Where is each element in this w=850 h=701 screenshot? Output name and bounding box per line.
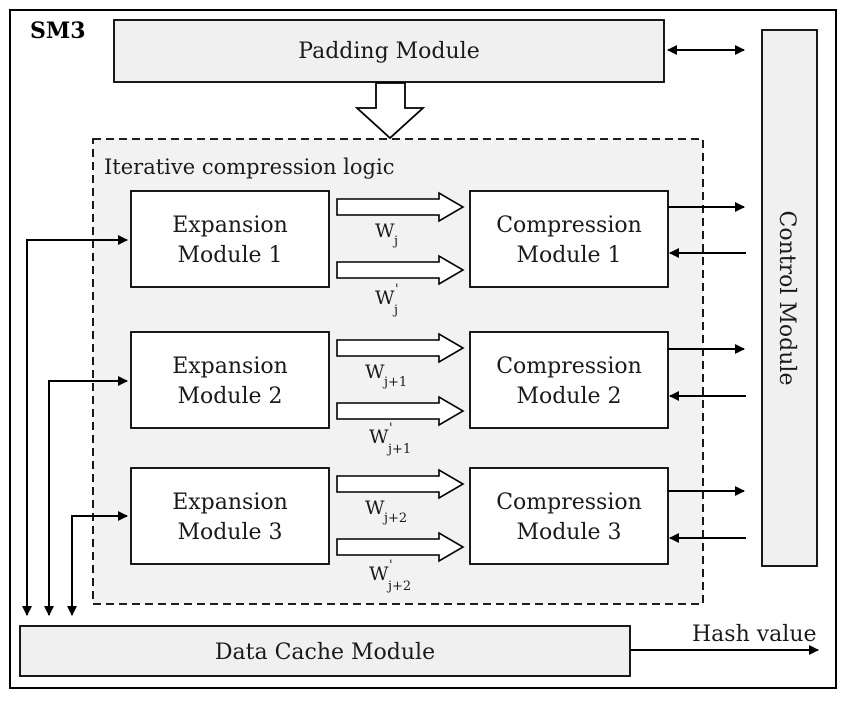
expansion-module-1-line1: Expansion	[172, 213, 288, 238]
expansion-module-2-box	[130, 331, 330, 429]
w-prime-label-2: W	[369, 426, 389, 448]
iterative-compression-label: Iterative compression logic	[104, 155, 394, 179]
cache-expansion1-connector	[22, 235, 128, 616]
w-sub-1: j	[392, 234, 398, 249]
w-prime-mark-3: '	[389, 558, 393, 573]
data-cache-module-label: Data Cache Module	[215, 640, 435, 665]
expansion-module-1-box	[130, 190, 330, 288]
compression-module-1-box	[469, 190, 669, 288]
control-module-box	[761, 29, 818, 567]
expansion-module-2-line1: Expansion	[172, 354, 288, 379]
w-arrow-3	[336, 468, 465, 500]
expansion-module-3-line1: Expansion	[172, 490, 288, 515]
w-prime-arrow-3	[336, 531, 465, 563]
compression-module-2-line2: Module 2	[516, 384, 621, 409]
hash-value-label: Hash value	[692, 622, 817, 647]
w-label-2: W	[365, 361, 385, 383]
padding-module-label: Padding Module	[298, 39, 479, 64]
compression-module-3-box	[469, 467, 669, 565]
compression-module-1-line2: Module 1	[516, 243, 621, 268]
w-prime-label-3: W	[369, 563, 389, 585]
control-module-label: Control Module	[774, 211, 799, 386]
compression-module-3-line1: Compression	[496, 490, 642, 515]
w-arrow-1	[336, 191, 465, 223]
expansion-module-1-line2: Module 1	[177, 243, 282, 268]
w-prime-sub-1: j	[392, 303, 398, 318]
w-prime-sub-2: j+1	[386, 442, 411, 457]
cache-expansion2-connector	[44, 376, 128, 616]
expansion-module-2-line2: Module 2	[177, 384, 282, 409]
w-arrow-2	[336, 332, 465, 364]
w-prime-mark-2: '	[389, 421, 393, 436]
expansion-module-3-line2: Module 3	[177, 520, 282, 545]
padding-down-hollow-arrow	[354, 82, 426, 140]
w-prime-sub-3: j+2	[386, 579, 411, 594]
w-sub-3: j+2	[382, 511, 407, 526]
padding-module-box	[113, 19, 665, 83]
w-sub-2: j+1	[382, 375, 407, 390]
w-label-1: W	[375, 220, 395, 242]
compression-module-1-line1: Compression	[496, 213, 642, 238]
w-prime-label-1: W	[375, 287, 395, 309]
sm3-title: SM3	[30, 18, 86, 44]
w-prime-mark-1: '	[395, 282, 399, 297]
cache-expansion3-connector	[67, 511, 128, 616]
w-prime-arrow-1	[336, 254, 465, 286]
compression-module-2-line1: Compression	[496, 354, 642, 379]
compression-module-2-box	[469, 331, 669, 429]
compression-module-3-line2: Module 3	[516, 520, 621, 545]
w-prime-arrow-2	[336, 395, 465, 427]
expansion-module-3-box	[130, 467, 330, 565]
w-label-3: W	[365, 497, 385, 519]
